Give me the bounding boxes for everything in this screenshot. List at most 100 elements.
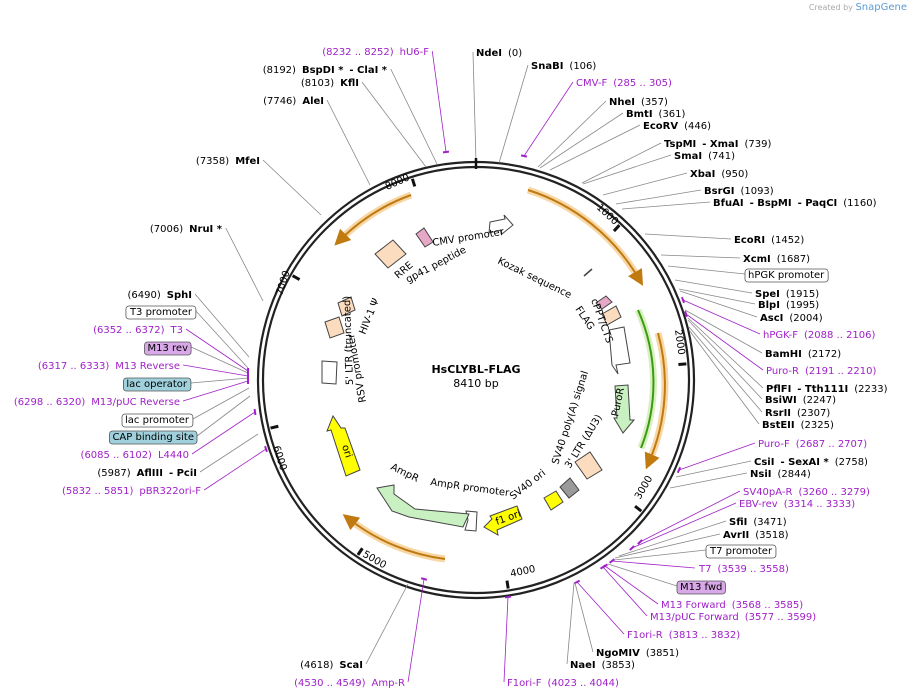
site-label-box [705, 544, 777, 559]
site-label-box [676, 580, 726, 595]
site-label-part: BmtI [626, 109, 653, 120]
site-label-bamhi: BamHI(2172) [765, 349, 841, 360]
ruler-tick [612, 224, 621, 233]
tick-label-4000: 4000 [509, 564, 536, 580]
leader-line [574, 582, 594, 653]
site-label-part: (950) [721, 169, 748, 180]
site-label-part: (106) [569, 61, 596, 72]
leader-line [618, 520, 727, 557]
leader-line [431, 50, 447, 153]
site-label-naei: NaeI(3853) [570, 660, 635, 671]
site-label-part: (2325) [801, 420, 834, 431]
site-label-part: hPGK promoter [748, 270, 825, 281]
site-label-laco: lac operator [126, 379, 187, 390]
site-label-part: BspDI * [302, 65, 344, 76]
site-label-part: Puro-F [758, 439, 790, 450]
site-label-part: M13/pUC Forward [650, 612, 739, 623]
site-label-part: (3539 .. 3558) [717, 564, 789, 575]
leader-line [182, 380, 249, 402]
site-label-part: (2687 .. 2707) [796, 439, 868, 450]
site-label-capsite: CAP binding site [112, 432, 194, 443]
primer-mark [609, 558, 615, 564]
site-label-part: (4023 .. 4044) [547, 678, 619, 689]
site-label-part: (0) [508, 48, 522, 59]
tick-label-7000: 7000 [274, 269, 292, 297]
site-label-part: RsrII [765, 408, 791, 419]
site-label-part: (2233) [854, 384, 887, 395]
primer-mark [442, 150, 450, 154]
site-label-sfii: SfiI(3471) [729, 517, 787, 528]
site-leader-lines [182, 50, 764, 683]
site-label-part: T7 [698, 564, 711, 575]
primer-mark [676, 466, 682, 474]
leader-line [684, 309, 763, 354]
site-label-part: Amp-R [372, 678, 406, 689]
primer-mark [253, 408, 257, 416]
site-label-t3: (6352 .. 6372)T3 [93, 325, 183, 336]
site-label-part: M13 Forward [661, 600, 726, 611]
site-label-part: (6085 .. 6102) [81, 450, 153, 461]
site-label-pbr: (5832 .. 5851)pBR322ori-F [62, 486, 201, 497]
leader-line [581, 142, 662, 184]
site-label-ampr: (4530 .. 4549)Amp-R [294, 678, 405, 689]
leader-line [361, 81, 427, 168]
leader-line [498, 64, 529, 164]
site-label-nsii: NsiI(2844) [750, 469, 811, 480]
site-label-part: AleI [302, 96, 324, 107]
leader-line [667, 265, 746, 275]
site-label-part: (1093) [740, 186, 773, 197]
site-label-m13pucrev: (6298 .. 6320)M13/pUC Reverse [14, 397, 180, 408]
feature-shapes [321, 214, 636, 536]
site-label-bspdi: (8192)BspDI *- ClaI * [263, 65, 388, 76]
site-label-part: (8232 .. 8252) [322, 47, 394, 58]
site-label-part: XcmI [743, 254, 771, 265]
site-label-part: (3260 .. 3279) [798, 487, 870, 498]
site-label-part: - PaqCI [798, 198, 838, 209]
site-label-box [144, 341, 192, 356]
leader-line [614, 533, 721, 559]
site-label-part: XbaI [690, 169, 715, 180]
site-label-part: (1995) [786, 300, 819, 311]
site-label-part: (1452) [771, 235, 804, 246]
leader-line [678, 288, 756, 305]
plasmid-size: 8410 bp [453, 377, 498, 390]
site-label-l4440: (6085 .. 6102)L4440 [81, 450, 189, 461]
site-label-nrui: (7006)NruI * [150, 224, 223, 235]
site-label-part: SpeI [755, 289, 780, 300]
site-label-part: MfeI [235, 156, 260, 167]
leader-line [225, 227, 264, 302]
site-label-part: NdeI [476, 48, 502, 59]
site-label-part: - SexAI * [780, 457, 829, 468]
site-label-part: (8103) [301, 78, 334, 89]
ruler-tick [270, 424, 279, 430]
site-label-part: hU6-F [400, 47, 430, 58]
site-label-part: (357) [641, 97, 668, 108]
leader-line [607, 563, 678, 587]
credit-prefix: Created by [808, 3, 853, 12]
site-label-part: ScaI [339, 660, 363, 671]
leader-line [194, 293, 250, 358]
site-label-part: (2088 .. 2106) [804, 330, 876, 341]
site-label-ecorv: EcoRV(446) [643, 121, 711, 132]
site-label-csii: CsiI- SexAI *(2758) [754, 457, 868, 468]
site-label-t7: T7 (3539 .. 3558) [698, 564, 789, 575]
site-label-part: (2307) [797, 408, 830, 419]
site-label-part: (6352 .. 6372) [93, 325, 165, 336]
site-label-spei: SpeI(1915) [755, 289, 819, 300]
site-label-hpgkf: hPGK-F(2088 .. 2106) [763, 330, 876, 341]
site-label-part: EBV-rev [739, 499, 778, 510]
leader-line [185, 328, 249, 372]
site-label-sv40par: SV40pA-R(3260 .. 3279) [743, 487, 870, 498]
site-label-part: (6317 .. 6333) [38, 361, 110, 372]
leader-line [687, 317, 764, 389]
site-label-part: (3851) [646, 648, 679, 659]
site-label-part: (6490) [128, 290, 161, 301]
site-label-part: (285 .. 305) [613, 78, 672, 89]
site-label-lacp: lac promoter [125, 415, 190, 426]
site-label-t7p: T7 promoter [709, 546, 773, 557]
leader-line [611, 560, 696, 569]
site-label-part: (2172) [808, 349, 841, 360]
site-label-hpgkp: hPGK promoter [748, 270, 825, 281]
leader-line [688, 326, 763, 413]
credit-brand: SnapGene [855, 2, 907, 13]
